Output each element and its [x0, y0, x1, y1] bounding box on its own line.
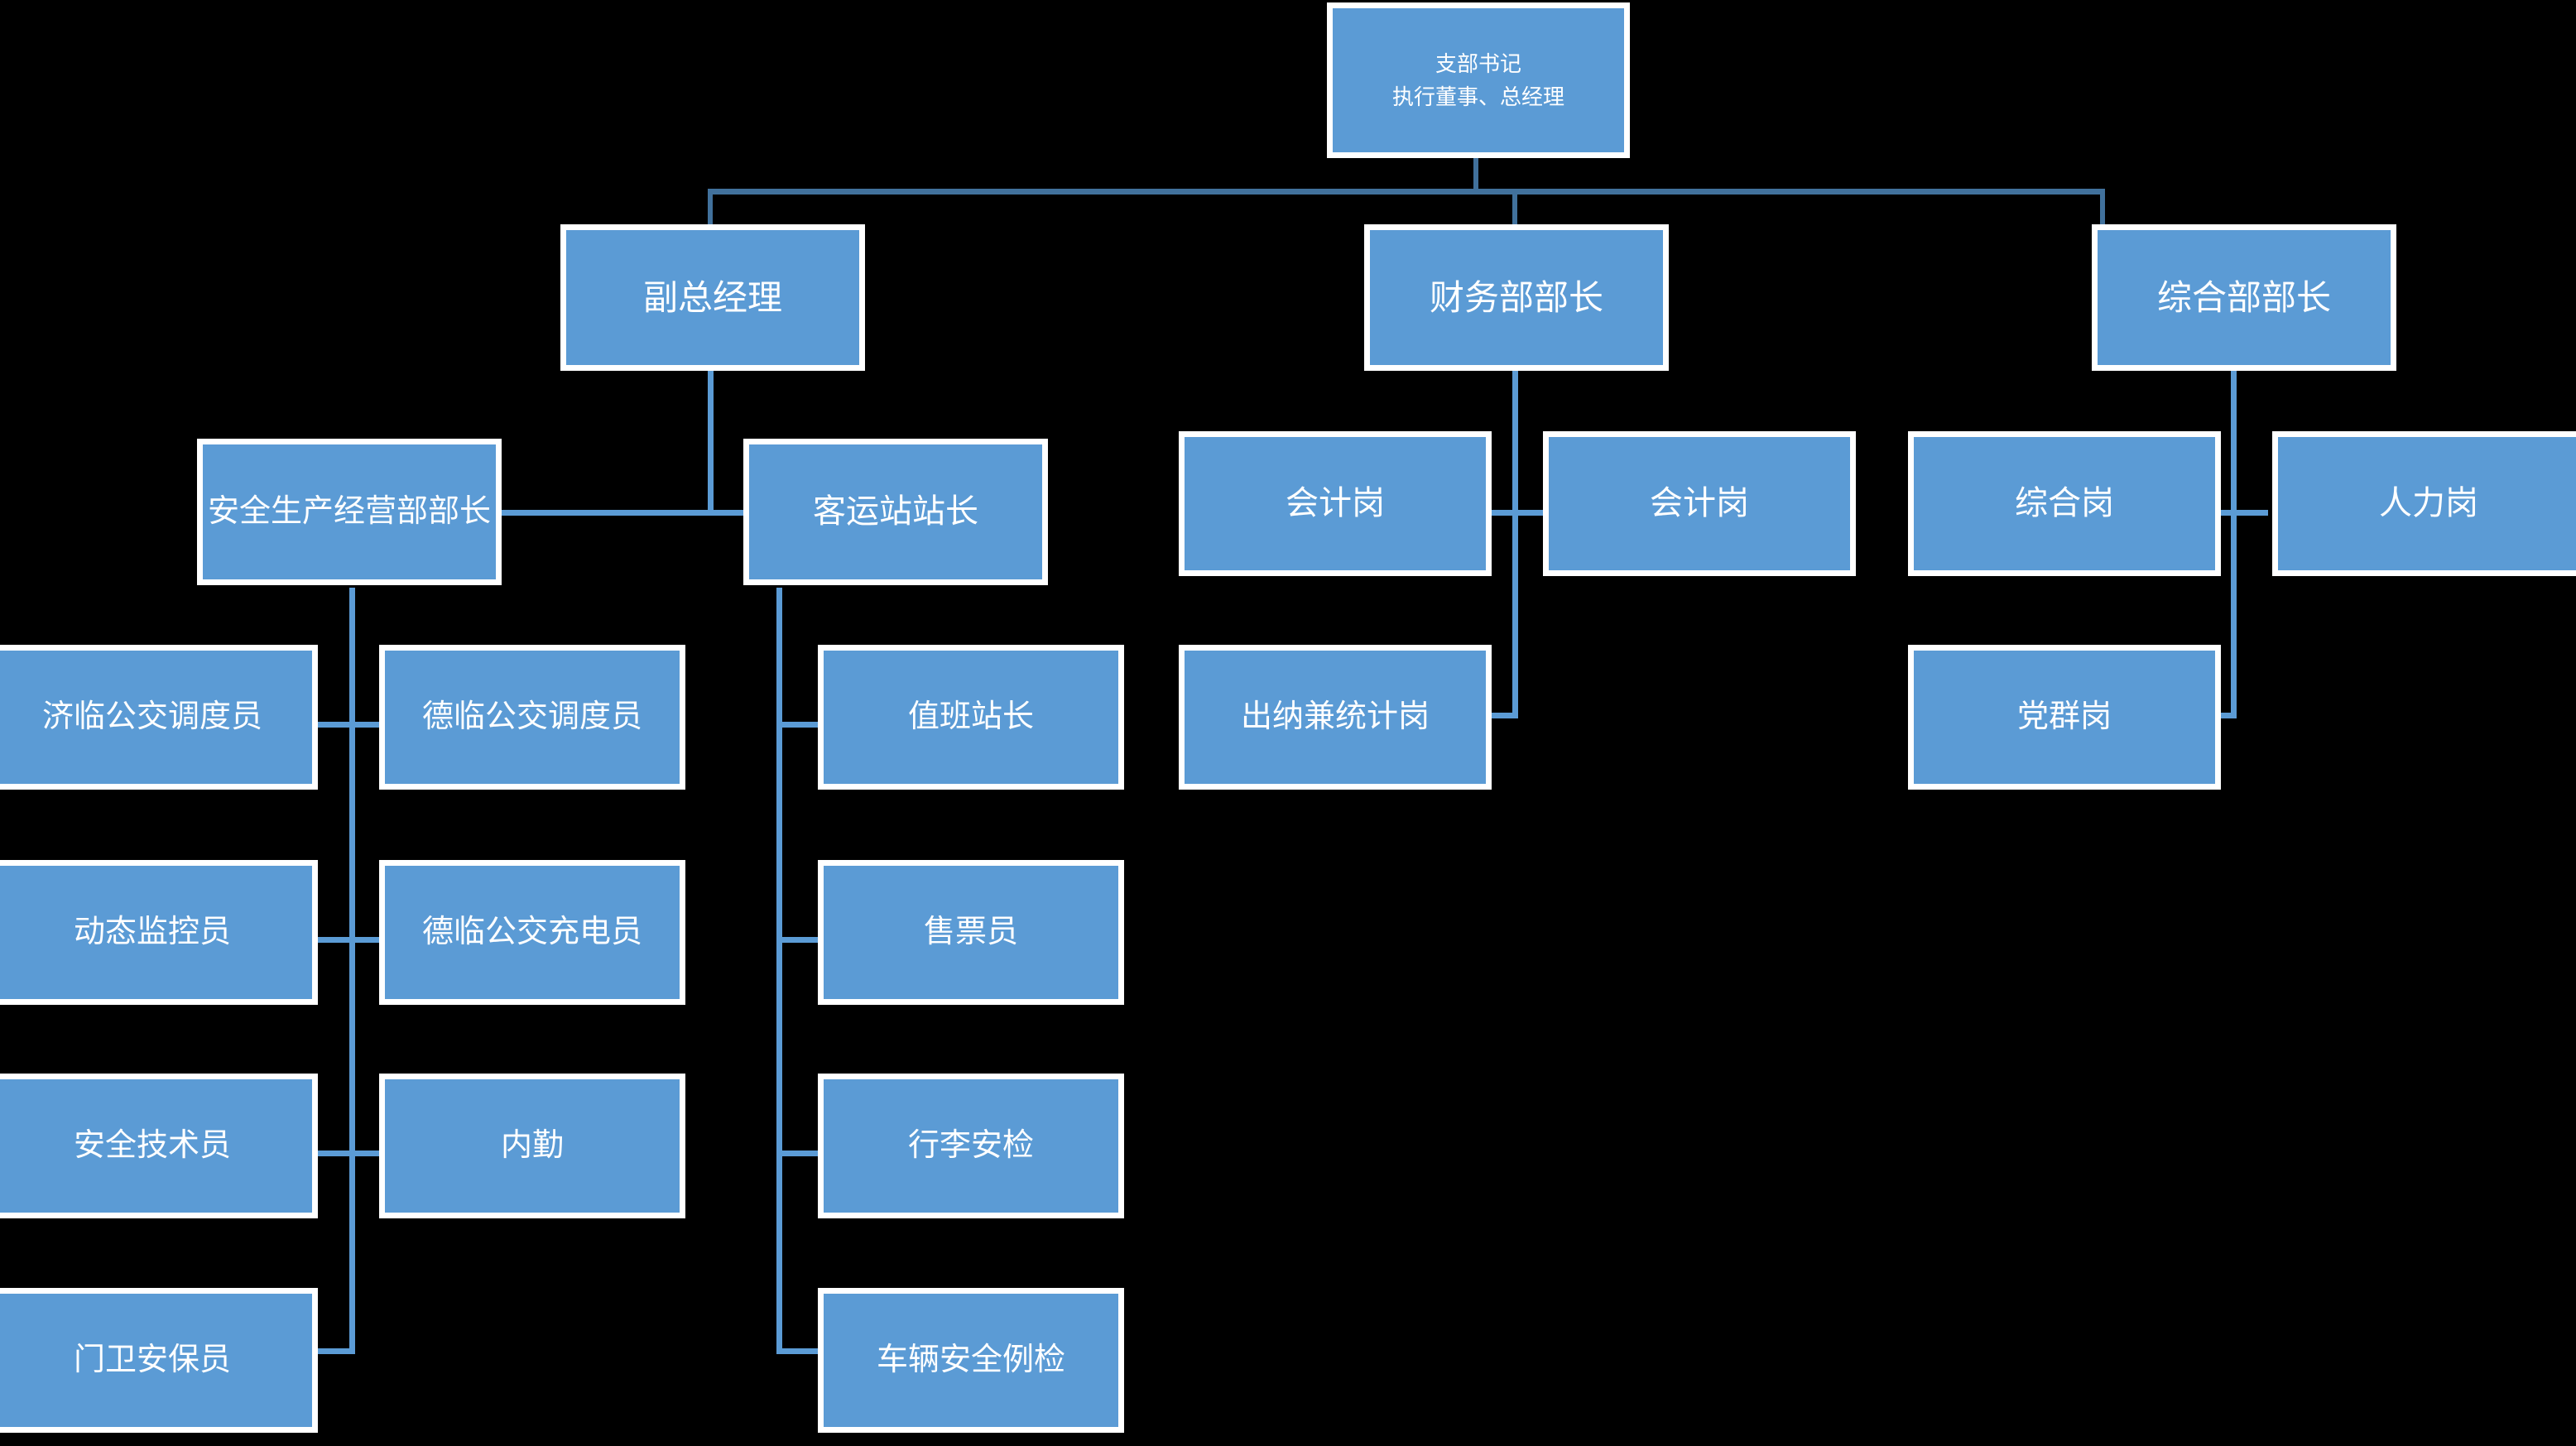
node-label: 综合岗 — [2015, 484, 2114, 521]
node-label: 客运站站长 — [813, 492, 978, 530]
node-deputy-general-manager[interactable]: 副总经理 — [560, 224, 865, 371]
connector-root-stem — [1473, 157, 1478, 190]
connector-deputy-stem — [708, 371, 714, 512]
node-label: 德临公交调度员 — [421, 699, 642, 735]
node-root-line1: 支部书记 — [1435, 50, 1521, 76]
connector-safety-branch-1 — [315, 722, 386, 728]
connector-safety-elbow-last — [315, 1348, 355, 1354]
node-safety-technician[interactable]: 安全技术员 — [0, 1074, 318, 1218]
node-delin-bus-charger[interactable]: 德临公交充电员 — [379, 860, 685, 1005]
node-accounting-post-2[interactable]: 会计岗 — [1543, 431, 1856, 576]
node-label: 安全生产经营部部长 — [208, 494, 492, 530]
connector-station-spine — [776, 588, 782, 1354]
node-label: 出纳兼统计岗 — [1240, 699, 1430, 735]
node-delin-bus-dispatcher[interactable]: 德临公交调度员 — [379, 645, 685, 790]
node-label: 内勤 — [500, 1128, 564, 1164]
connector-drop-finance — [1512, 189, 1517, 224]
node-general-post[interactable]: 综合岗 — [1908, 431, 2221, 576]
connector-station-branch-1 — [776, 722, 828, 728]
node-accounting-post-1[interactable]: 会计岗 — [1179, 431, 1492, 576]
node-label: 副总经理 — [642, 277, 782, 317]
node-label: 售票员 — [923, 915, 1018, 950]
connector-station-branch-4 — [776, 1348, 828, 1354]
node-baggage-security-check[interactable]: 行李安检 — [818, 1074, 1124, 1218]
node-finance-department-head[interactable]: 财务部部长 — [1364, 224, 1669, 371]
node-ticket-seller[interactable]: 售票员 — [818, 860, 1124, 1005]
connector-top-bus — [708, 189, 2105, 195]
connector-general-branch-posts — [2200, 510, 2268, 516]
node-label: 会计岗 — [1650, 484, 1749, 521]
node-office-clerk[interactable]: 内勤 — [379, 1074, 685, 1218]
node-label: 安全技术员 — [73, 1128, 231, 1164]
connector-station-branch-2 — [776, 937, 828, 943]
node-label: 济临公交调度员 — [41, 699, 262, 735]
node-label: 门卫安保员 — [73, 1343, 231, 1378]
connector-ops-bus — [500, 510, 744, 516]
node-party-mass-work-post[interactable]: 党群岗 — [1908, 645, 2221, 790]
node-party-secretary-gm[interactable]: 支部书记 执行董事、总经理 — [1327, 2, 1630, 158]
node-jilin-bus-dispatcher[interactable]: 济临公交调度员 — [0, 645, 318, 790]
node-label: 人力岗 — [2379, 484, 2478, 521]
node-passenger-station-head[interactable]: 客运站站长 — [743, 439, 1048, 585]
node-label: 行李安检 — [907, 1128, 1034, 1164]
node-label: 德临公交充电员 — [421, 915, 642, 950]
node-gate-security-guard[interactable]: 门卫安保员 — [0, 1288, 318, 1433]
node-label: 车辆安全例检 — [876, 1343, 1065, 1378]
node-label: 动态监控员 — [73, 915, 231, 950]
node-label: 综合部部长 — [2156, 277, 2331, 317]
node-label: 会计岗 — [1286, 484, 1385, 521]
connector-general-spine — [2231, 371, 2237, 718]
node-human-resources-post[interactable]: 人力岗 — [2272, 431, 2576, 576]
connector-safety-branch-2 — [315, 937, 386, 943]
connector-drop-deputy — [708, 189, 713, 224]
node-root-line2: 执行董事、总经理 — [1391, 84, 1564, 109]
node-vehicle-safety-inspection[interactable]: 车辆安全例检 — [818, 1288, 1124, 1433]
connector-safety-branch-3 — [315, 1151, 386, 1156]
node-cashier-statistics-post[interactable]: 出纳兼统计岗 — [1179, 645, 1492, 790]
connector-finance-branch-accounting — [1482, 510, 1550, 516]
node-label: 党群岗 — [2016, 699, 2112, 735]
connector-station-branch-3 — [776, 1151, 828, 1156]
node-dynamic-monitor[interactable]: 动态监控员 — [0, 860, 318, 1005]
connector-drop-general — [2100, 189, 2105, 224]
node-duty-station-master[interactable]: 值班站长 — [818, 645, 1124, 790]
node-safety-production-head[interactable]: 安全生产经营部部长 — [197, 439, 502, 585]
connector-safety-spine — [349, 588, 355, 1354]
connector-finance-spine — [1512, 371, 1518, 718]
node-label: 财务部部长 — [1429, 277, 1603, 317]
node-label: 值班站长 — [907, 699, 1034, 735]
node-general-affairs-department-head[interactable]: 综合部部长 — [2092, 224, 2396, 371]
connector-finance-elbow-cashier — [1482, 713, 1518, 718]
